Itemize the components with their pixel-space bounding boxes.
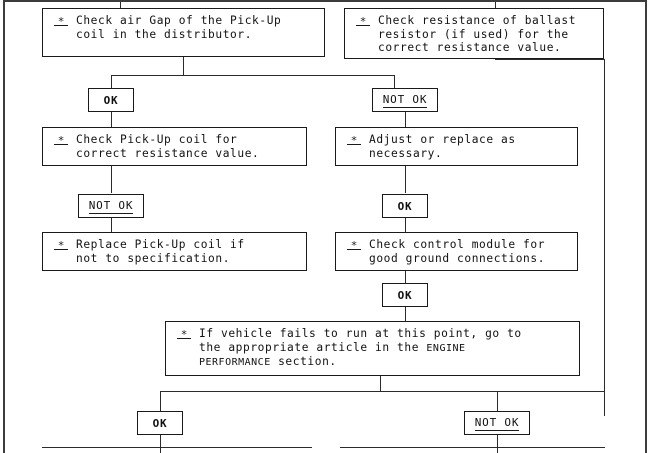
node-check-ballast-body: * Check resistance of ballast resistor (… bbox=[352, 14, 597, 55]
page-frame-left bbox=[3, 0, 5, 453]
tag-ok-bottom-left[interactable]: OK bbox=[137, 411, 183, 435]
tag-not-ok-bottom-right[interactable]: NOT OK bbox=[464, 411, 530, 435]
node-check-air-gap[interactable]: * Check air Gap of the Pick-Up coil in t… bbox=[42, 8, 325, 57]
connector-out-bottom-right bbox=[497, 435, 498, 453]
node-check-control-module-ground[interactable]: * Check control module for good ground c… bbox=[335, 232, 578, 271]
connector-ballast-to-rail bbox=[495, 59, 605, 60]
connector-in-air-gap bbox=[120, 2, 121, 9]
node-engine-performance-body: * If vehicle fails to run at this point,… bbox=[173, 327, 573, 370]
bullet-icon: * bbox=[54, 135, 68, 146]
connector-to-ok-bottom-left bbox=[160, 391, 161, 411]
node-adjust-or-replace-text: Adjust or replace as necessary. bbox=[369, 133, 516, 160]
node-check-ballast-text: Check resistance of ballast resistor (if… bbox=[378, 14, 577, 54]
node-check-pickup-coil-resistance[interactable]: * Check Pick-Up coil for correct resista… bbox=[42, 127, 307, 166]
connector-out-rail-left bbox=[42, 447, 312, 448]
connector-air-gap-split bbox=[111, 75, 394, 76]
tag-not-ok-ballast[interactable]: NOT OK bbox=[372, 88, 438, 112]
connector-out-bottom-left bbox=[160, 435, 161, 453]
connector-pickup-check-down bbox=[111, 166, 112, 193]
node-replace-pickup-coil[interactable]: * Replace Pick-Up coil if not to specifi… bbox=[42, 232, 307, 271]
connector-engine-perf-down bbox=[380, 376, 381, 391]
tag-not-ok-pickup[interactable]: NOT OK bbox=[78, 194, 144, 218]
connector-air-gap-down bbox=[183, 57, 184, 75]
engine-perf-line-1: If vehicle fails to run at this point, g… bbox=[199, 327, 522, 340]
tag-not-ok-bottom-right-label: NOT OK bbox=[474, 415, 520, 431]
bullet-icon: * bbox=[347, 135, 361, 146]
bullet-icon: * bbox=[54, 240, 68, 251]
engine-perf-line-3-post: section. bbox=[270, 355, 337, 368]
node-check-control-module-text: Check control module for good ground con… bbox=[369, 238, 546, 265]
connector-out-rail-right bbox=[340, 447, 605, 448]
node-check-air-gap-text: Check air Gap of the Pick-Up coil in the… bbox=[76, 14, 282, 41]
connector-not-ok-to-replace-pickup bbox=[111, 218, 112, 232]
tag-ok-control-module-label: OK bbox=[397, 288, 413, 302]
connector-not-ok-to-adjust bbox=[405, 112, 406, 127]
connector-in-ballast bbox=[495, 2, 496, 9]
connector-bottom-split bbox=[160, 391, 605, 392]
connector-adjust-down bbox=[405, 166, 406, 193]
node-replace-pickup-text: Replace Pick-Up coil if not to specifica… bbox=[76, 238, 245, 265]
tag-ok-control-module[interactable]: OK bbox=[382, 283, 428, 307]
bullet-icon: * bbox=[54, 16, 68, 27]
node-check-pickup-body: * Check Pick-Up coil for correct resista… bbox=[50, 133, 300, 160]
node-adjust-or-replace-body: * Adjust or replace as necessary. bbox=[343, 133, 571, 160]
connector-to-ok-air-gap bbox=[111, 75, 112, 88]
connector-ballast-right-rail bbox=[604, 59, 605, 416]
engine-perf-performance-caps: PERFORMANCE bbox=[199, 357, 271, 368]
connector-to-not-ok-ballast bbox=[394, 75, 395, 88]
connector-ok-to-control-module bbox=[405, 218, 406, 232]
node-check-pickup-text: Check Pick-Up coil for correct resistanc… bbox=[76, 133, 260, 160]
tag-ok-air-gap[interactable]: OK bbox=[88, 88, 134, 112]
page-frame-right bbox=[645, 0, 647, 453]
engine-perf-line-2-pre: the appropriate article in the bbox=[199, 340, 427, 354]
tag-ok-adjust-label: OK bbox=[397, 199, 413, 213]
node-engine-performance-text: If vehicle fails to run at this point, g… bbox=[199, 327, 573, 370]
connector-control-module-down bbox=[405, 271, 406, 283]
bullet-icon: * bbox=[356, 16, 370, 27]
tag-not-ok-pickup-label: NOT OK bbox=[88, 198, 134, 214]
connector-ok-to-engine-performance bbox=[405, 307, 406, 321]
node-check-air-gap-body: * Check air Gap of the Pick-Up coil in t… bbox=[50, 14, 318, 41]
engine-perf-engine-caps: ENGINE bbox=[426, 342, 466, 354]
tag-ok-adjust[interactable]: OK bbox=[382, 194, 428, 218]
tag-ok-bottom-left-label: OK bbox=[152, 416, 168, 430]
page-frame-top bbox=[3, 0, 647, 2]
node-adjust-or-replace[interactable]: * Adjust or replace as necessary. bbox=[335, 127, 578, 166]
node-replace-pickup-body: * Replace Pick-Up coil if not to specifi… bbox=[50, 238, 300, 265]
node-engine-performance-referral[interactable]: * If vehicle fails to run at this point,… bbox=[165, 321, 580, 376]
node-check-ballast-resistance[interactable]: * Check resistance of ballast resistor (… bbox=[344, 8, 604, 59]
tag-ok-air-gap-label: OK bbox=[103, 93, 119, 107]
bullet-icon: * bbox=[347, 240, 361, 251]
connector-ok-to-pickup-check bbox=[111, 112, 112, 127]
connector-to-not-ok-bottom-right bbox=[497, 391, 498, 411]
tag-not-ok-ballast-label: NOT OK bbox=[382, 92, 428, 108]
node-check-control-module-body: * Check control module for good ground c… bbox=[343, 238, 571, 265]
bullet-icon: * bbox=[177, 329, 191, 340]
